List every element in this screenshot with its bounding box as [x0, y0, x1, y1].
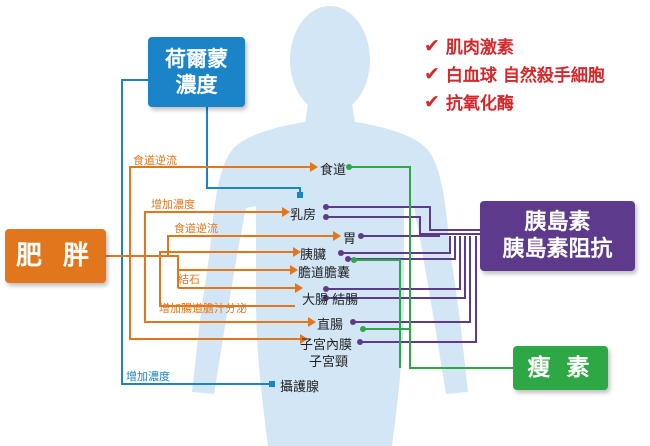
organ-stomach: 胃 — [343, 232, 357, 247]
organ-large-intestine: 大腸 結腸 — [302, 293, 359, 308]
organ-breast: 乳房 — [290, 208, 317, 223]
annotation-increase-concentration: 增加濃度 — [151, 198, 195, 211]
hormone-box-line1: 荷爾蒙 — [165, 46, 228, 71]
obesity-arrows — [282, 162, 341, 344]
checklist-item: ✔ 白血球 自然殺手細胞 — [424, 61, 605, 87]
organ-prostate: 攝護腺 — [280, 380, 320, 395]
insulin-box: 胰島素 胰島素阻抗 — [480, 201, 635, 271]
organ-cervix: 子宮頸 — [309, 355, 349, 370]
checklist-item: ✔ 抗氧化酶 — [424, 89, 514, 115]
checklist-item: ✔ 肌肉激素 — [424, 33, 514, 59]
annotation-increase-concentration: 增加濃度 — [126, 370, 170, 383]
hormone-links — [121, 79, 301, 385]
obesity-box-label: 肥 胖 — [15, 240, 96, 271]
checklist-item-label: 肌肉激素 — [445, 38, 514, 58]
hormone-marker-breast — [297, 192, 303, 198]
checklist-item-label: 白血球 自然殺手細胞 — [445, 66, 605, 86]
organ-rectum: 直腸 — [317, 318, 344, 333]
annotation-reflux: 食道逆流 — [174, 222, 218, 235]
organ-pancreas: 胰臟 — [300, 248, 327, 263]
organ-gallbladder: 膽道膽囊 — [298, 266, 351, 281]
annotation-reflux: 食道逆流 — [133, 154, 177, 167]
leptin-links — [349, 166, 513, 369]
insulin-box-line1: 胰島素 — [524, 209, 591, 235]
check-mark-icon: ✔ — [424, 34, 440, 57]
leptin-box: 瘦 素 — [513, 346, 608, 390]
leptin-box-label: 瘦 素 — [527, 354, 594, 381]
organ-endometrium: 子宮內膜 — [300, 338, 353, 353]
insulin-dots — [323, 204, 364, 345]
check-mark-icon: ✔ — [424, 62, 440, 85]
hormone-concentration-box: 荷爾蒙 濃度 — [148, 37, 245, 107]
obesity-box: 肥 胖 — [5, 229, 106, 283]
annotation-increase-bile: 增加腸道膽汁分泌 — [159, 302, 247, 315]
obesity-links — [106, 166, 333, 340]
annotation-gallstones: 結石 — [178, 273, 200, 286]
insulin-links — [326, 206, 480, 343]
checklist-item-label: 抗氧化酶 — [445, 94, 514, 114]
insulin-box-line2: 胰島素阻抗 — [502, 237, 613, 262]
check-mark-icon: ✔ — [424, 90, 440, 113]
hormone-marker-prostate — [269, 381, 275, 387]
organ-esophagus: 食道 — [320, 163, 347, 178]
hormone-box-line2: 濃度 — [175, 73, 218, 97]
leptin-dots — [346, 164, 366, 332]
